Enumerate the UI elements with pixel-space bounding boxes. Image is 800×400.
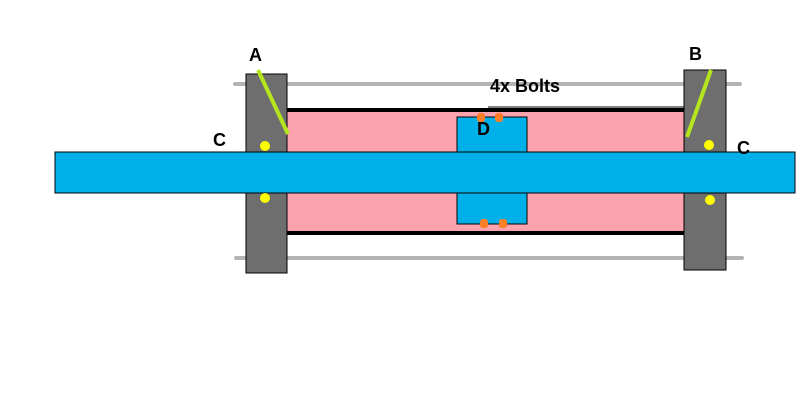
bearing-dot-left-bottom [260, 193, 270, 203]
label-a: A [249, 45, 262, 65]
screw-bottom-left [480, 219, 488, 228]
label-b: B [689, 44, 702, 64]
label-bolts: 4x Bolts [490, 76, 560, 96]
piston-rod [54, 151, 796, 194]
bearing-dot-left-top [260, 141, 270, 151]
label-c-right: C [737, 138, 750, 158]
seal-b [685, 69, 713, 138]
seal-a [256, 69, 290, 135]
screw-bottom-right [499, 219, 507, 228]
screw-top-left [477, 113, 485, 122]
label-d: D [477, 119, 490, 139]
bearing-dot-right-bottom [705, 195, 715, 205]
bearing-dot-right-top [704, 140, 714, 150]
label-c-left: C [213, 130, 226, 150]
screw-top-right [495, 113, 503, 122]
